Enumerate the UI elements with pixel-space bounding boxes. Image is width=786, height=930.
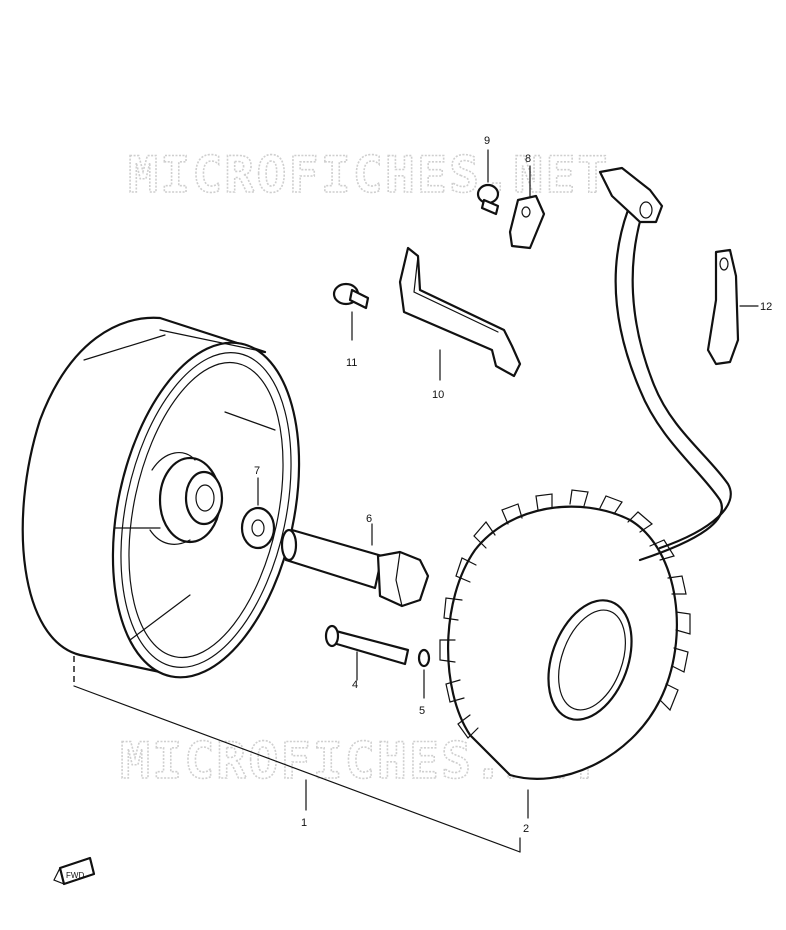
screw-washer: 5 [417,648,431,717]
callout-11: 11 [346,357,357,369]
washer: 7 [240,465,276,550]
wire-strap: 12 [706,248,772,366]
front-label: FWD [66,871,84,880]
stator-coil: 2 [439,489,691,835]
callout-9: 9 [484,135,490,147]
callout-4: 4 [352,679,358,691]
cover-bolt: 11 [332,282,370,369]
stator-lead-wire [598,166,732,562]
callout-8: 8 [525,153,531,165]
rotor-bolt: 6 [280,513,430,608]
front-direction-marker: FWD [53,856,96,886]
wire-cover-plate: 10 [398,246,522,401]
callout-7: 7 [254,465,260,477]
callout-6: 6 [366,513,372,525]
callout-5: 5 [419,705,425,717]
stator-screw: 4 [324,624,410,691]
callout-10: 10 [432,389,444,401]
wire-clamp: 8 [508,153,546,250]
callout-2: 2 [523,823,529,835]
callout-1: 1 [301,817,307,829]
clamp-screw: 9 [476,135,500,216]
rotor-flywheel [21,316,301,679]
watermark-top: MICROFICHES.NET [128,146,610,204]
callout-12: 12 [760,301,772,313]
assembly-bracket: 1 [73,656,521,853]
